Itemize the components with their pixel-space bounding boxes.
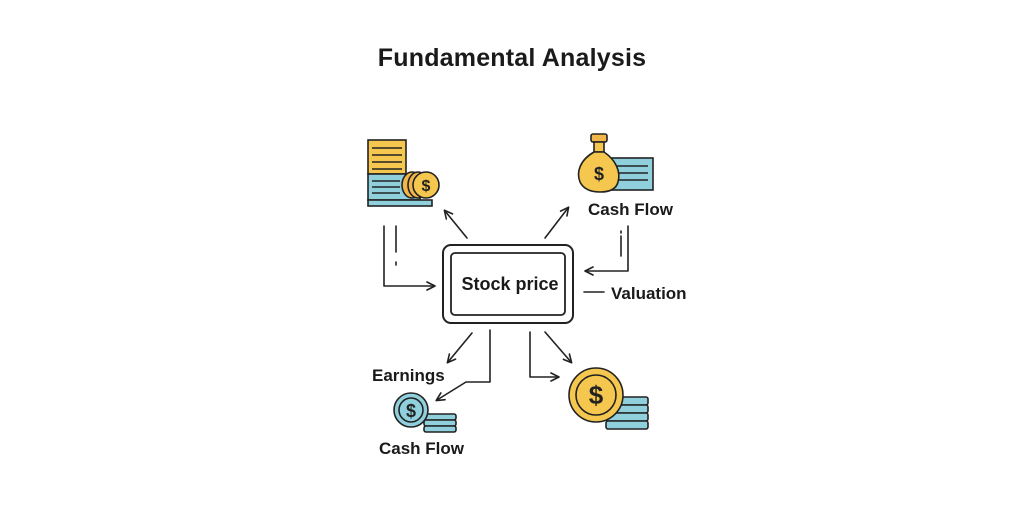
coin-stack-icon: $ [393, 392, 457, 433]
arrow-to-bottom-left [435, 329, 491, 402]
arrow-to-bottom-right-b [544, 331, 573, 364]
arrow-left-into-box [383, 225, 436, 291]
arrow-right-into-box [584, 225, 629, 276]
financial-statement-coins-icon: $ [367, 139, 440, 207]
valuation-label: Valuation [611, 284, 687, 303]
arrow-to-top-left [443, 209, 468, 239]
money-bag-document-icon: $ [577, 133, 654, 193]
arrows [383, 206, 629, 402]
svg-text:$: $ [406, 401, 416, 421]
earnings-label: Earnings [372, 366, 445, 385]
stock-price-label: Stock price [461, 273, 559, 294]
cash-flow-top-label: Cash Flow [588, 200, 674, 219]
arrow-to-earnings [446, 332, 473, 364]
large-coin-stack-icon: $ [568, 367, 649, 430]
arrow-to-bottom-right-a [529, 331, 560, 382]
svg-text:$: $ [422, 178, 431, 195]
diagram-title: Fundamental Analysis [377, 44, 647, 72]
svg-text:$: $ [594, 164, 604, 184]
cash-flow-bottom-label: Cash Flow [379, 439, 465, 458]
svg-text:$: $ [589, 380, 604, 410]
arrow-to-top-right [544, 206, 570, 239]
stock-price-box [442, 244, 574, 324]
